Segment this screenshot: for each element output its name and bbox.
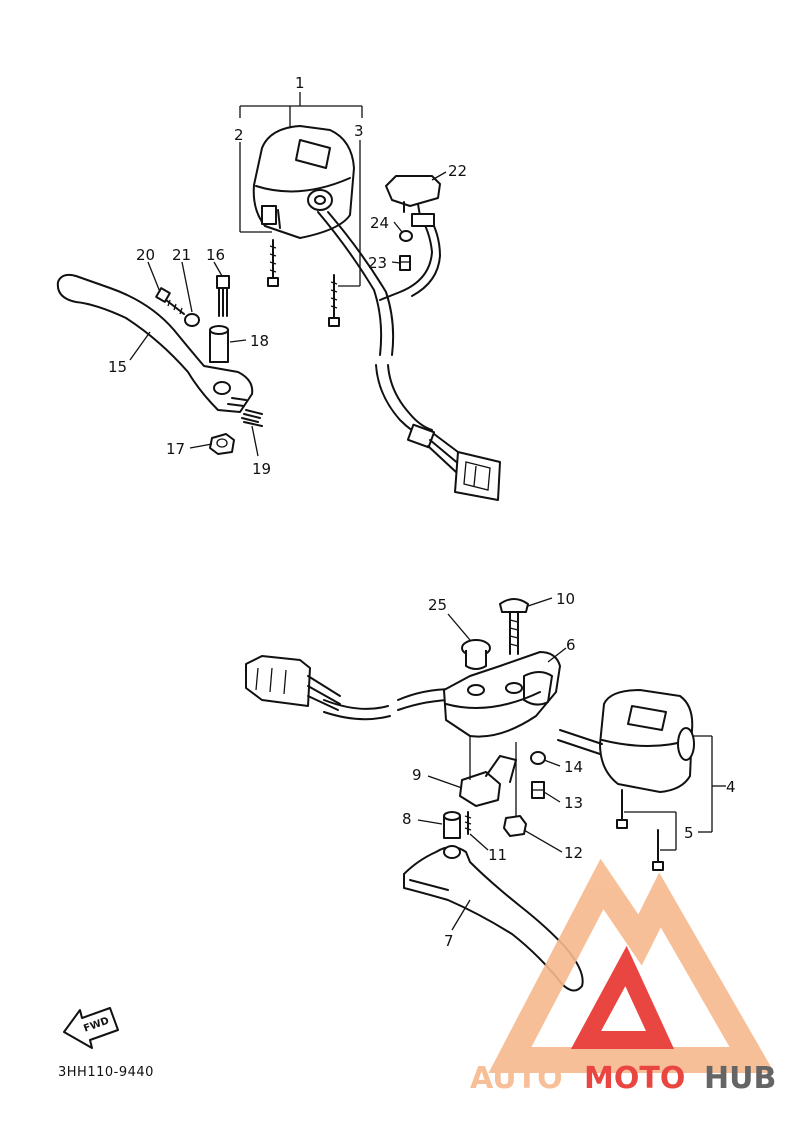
screw-13 — [531, 781, 545, 799]
callout-5: 5 — [684, 824, 694, 842]
screw-2 — [267, 239, 279, 287]
bolt-10 — [499, 598, 529, 655]
collar-18 — [209, 325, 229, 363]
upper-leader-lines — [129, 171, 447, 457]
fwd-arrow-icon: FWD — [63, 1007, 119, 1049]
callout-20: 20 — [136, 246, 155, 264]
left-switch-housing — [252, 125, 355, 239]
washer-24 — [399, 230, 413, 242]
collar-8 — [443, 811, 461, 839]
brand-moto: MOTO — [584, 1061, 685, 1096]
callout-8: 8 — [402, 810, 412, 828]
callout-7: 7 — [444, 932, 454, 950]
brand-auto: AUTO — [470, 1061, 563, 1096]
washer-14 — [530, 751, 546, 765]
callout-10: 10 — [556, 590, 575, 608]
callout-13: 13 — [564, 794, 583, 812]
screw-23 — [399, 255, 411, 271]
bolt-20 — [155, 287, 185, 315]
callout-21: 21 — [172, 246, 191, 264]
front-brake-master-switch-6 — [443, 651, 561, 738]
screw-3 — [328, 274, 340, 327]
callout-17: 17 — [166, 440, 185, 458]
bracket-4-5 — [624, 735, 726, 851]
screw-5a — [616, 789, 628, 829]
callout-12: 12 — [564, 844, 583, 862]
bolt-16 — [216, 275, 230, 317]
callout-4: 4 — [726, 778, 736, 796]
nut-21 — [184, 313, 200, 327]
lower-connector — [245, 655, 471, 721]
bracket-1-2-3 — [239, 92, 363, 287]
brake-lever-7 — [403, 845, 584, 992]
screw-11 — [464, 811, 472, 835]
callout-labels: 1 2 3 4 5 6 7 8 9 10 11 12 13 14 15 16 1… — [108, 74, 736, 950]
callout-15: 15 — [108, 358, 127, 376]
callout-9: 9 — [412, 766, 422, 784]
callout-6: 6 — [566, 636, 576, 654]
autmotohub-logo: AUTO MOTO HUB — [470, 858, 776, 1096]
callout-22: 22 — [448, 162, 467, 180]
callout-25: 25 — [428, 596, 447, 614]
callout-14: 14 — [564, 758, 583, 776]
screw-5b — [652, 829, 664, 871]
clutch-switch-22 — [379, 175, 441, 301]
callout-11: 11 — [488, 846, 507, 864]
callout-3: 3 — [354, 122, 364, 140]
callout-19: 19 — [252, 460, 271, 478]
callout-23: 23 — [368, 254, 387, 272]
right-switch-housing-4 — [557, 689, 695, 793]
callout-18: 18 — [250, 332, 269, 350]
callout-2: 2 — [234, 126, 244, 144]
callout-24: 24 — [370, 214, 389, 232]
cap-25 — [461, 639, 491, 670]
upper-wire-harness — [317, 211, 501, 501]
callout-1: 1 — [295, 74, 305, 92]
lower-leader-lines — [417, 597, 567, 931]
nut-17 — [209, 433, 235, 455]
brake-switch-9 — [459, 736, 517, 818]
clutch-lever-15 — [56, 273, 254, 413]
brand-hub: HUB — [704, 1061, 776, 1096]
spring-19 — [241, 409, 263, 427]
part-code: 3HH110-9440 — [58, 1065, 154, 1080]
nut-12 — [503, 815, 527, 837]
callout-16: 16 — [206, 246, 225, 264]
